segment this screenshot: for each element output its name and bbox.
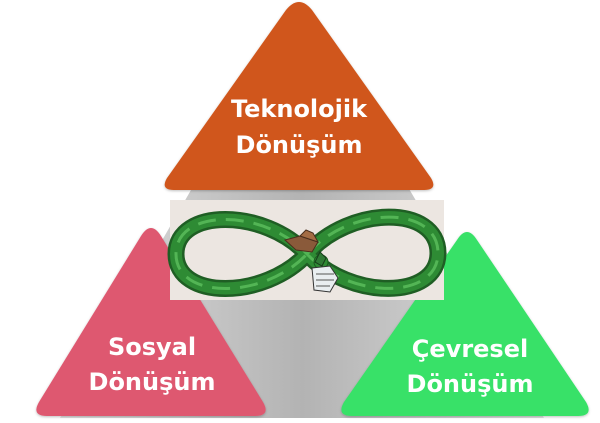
left-triangle-segment: Sosyal Dönüşüm <box>36 228 266 416</box>
infinity-loop-highlight <box>174 215 440 290</box>
top-triangle-segment: Teknolojik Dönüşüm <box>164 2 434 190</box>
top-label-line1: Teknolojik <box>231 95 368 123</box>
left-label-line1: Sosyal <box>108 333 196 361</box>
hands-icon <box>283 229 339 293</box>
right-label-line1: Çevresel <box>412 335 528 363</box>
center-infinity-symbol <box>167 200 447 300</box>
right-triangle-shape <box>341 232 589 416</box>
top-label-line2: Dönüşüm <box>236 131 363 159</box>
top-triangle-shape <box>164 2 434 190</box>
left-label-line2: Dönüşüm <box>89 368 216 396</box>
left-triangle-shape <box>36 228 266 416</box>
right-triangle-segment: Çevresel Dönüşüm <box>341 232 589 416</box>
right-label-line2: Dönüşüm <box>407 370 534 398</box>
